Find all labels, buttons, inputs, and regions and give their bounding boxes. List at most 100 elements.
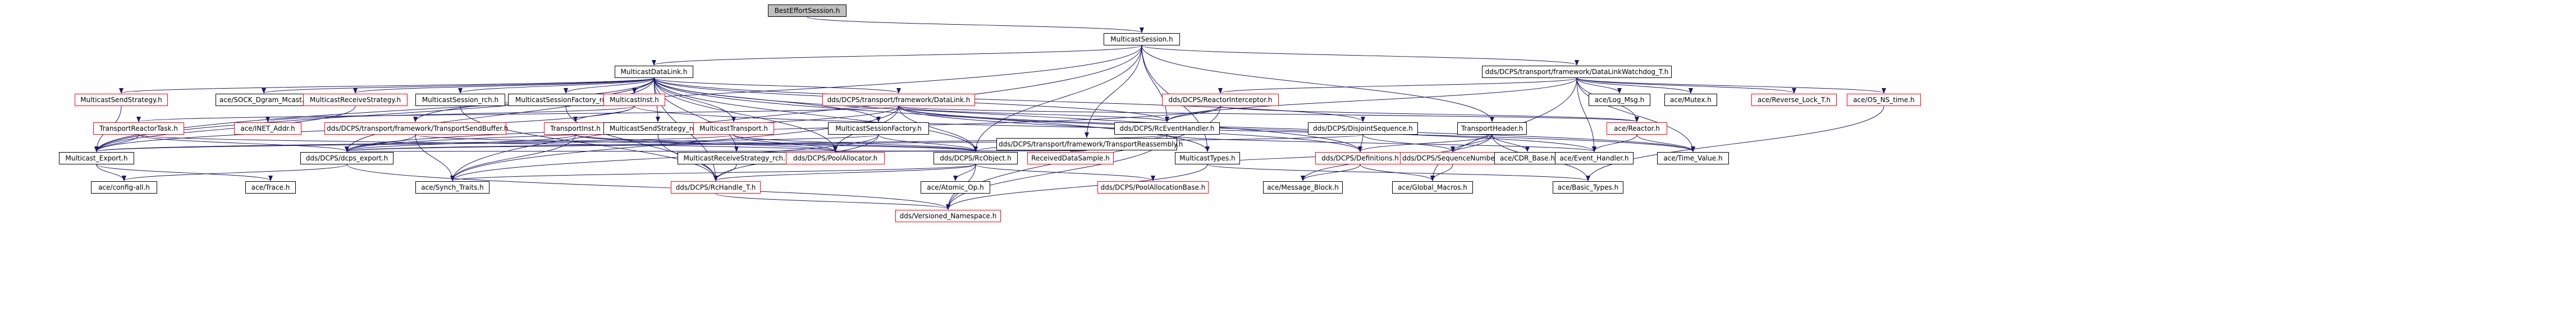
graph-node-ace-trace-h[interactable]: ace/Trace.h [245, 181, 296, 194]
graph-node-dds-dcps-rchandle-t-h[interactable]: dds/DCPS/RcHandle_T.h [671, 181, 761, 194]
graph-edge [450, 164, 976, 181]
graph-edge [119, 77, 655, 94]
graph-node-ace-reverse-lock-t-h[interactable]: ace/Reverse_Lock_T.h [1751, 94, 1837, 106]
graph-edge [898, 105, 978, 152]
graph-edge [94, 105, 356, 152]
graph-node-dds-dcps-transport-framework-datalinkwatchdog-t-h[interactable]: dds/DCPS/transport/framework/DataLinkWat… [1482, 66, 1672, 78]
graph-edge [1141, 45, 1169, 122]
graph-edge [1576, 77, 1886, 94]
graph-node-multicastsendstrategy-rch-h[interactable]: MulticastSendStrategy_rch.h [603, 122, 712, 135]
graph-node-ace-reactor-h[interactable]: ace/Reactor.h [1607, 122, 1667, 135]
graph-node-ace-atomic-op-h[interactable]: ace/Atomic_Op.h [921, 181, 990, 194]
graph-edge [1360, 164, 1435, 181]
graph-edge [450, 45, 1142, 181]
graph-node-multicastreceivestrategy-h[interactable]: MulticastReceiveStrategy.h [303, 94, 408, 106]
graph-edge [1576, 77, 1622, 94]
graph-edge [94, 77, 655, 152]
graph-node-dds-versioned-namespace-h[interactable]: dds/Versioned_Namespace.h [895, 210, 1001, 222]
graph-node-dds-dcps-dcps-export-h[interactable]: dds/DCPS/dcps_export.h [300, 152, 394, 164]
graph-edge [138, 134, 349, 152]
graph-edge [733, 134, 838, 152]
graph-edge [1218, 77, 1577, 94]
graph-edge [653, 77, 736, 122]
graph-node-multicasttransport-h[interactable]: MulticastTransport.h [693, 122, 774, 135]
graph-node-ace-inet-addr-h[interactable]: ace/INET_Addr.h [234, 122, 301, 135]
graph-node-transportheader-h[interactable]: TransportHeader.h [1457, 122, 1527, 135]
graph-node-besteffortsession-h: BestEffortSession.h [768, 4, 847, 17]
graph-node-ace-sock-dgram-mcast-h[interactable]: ace/SOCK_Dgram_Mcast.h [216, 94, 312, 106]
graph-node-dds-dcps-rceventhandler-h[interactable]: dds/DCPS/RcEventHandler.h [1114, 122, 1220, 135]
graph-edge [835, 146, 1087, 152]
graph-node-transportinst-h[interactable]: TransportInst.h [544, 122, 607, 135]
graph-node-dds-dcps-transport-framework-transportsendbuffer-h[interactable]: dds/DCPS/transport/framework/TransportSe… [324, 122, 508, 135]
graph-edge [1576, 77, 1693, 94]
graph-node-ace-basic-types-h[interactable]: ace/Basic_Types.h [1553, 181, 1623, 194]
graph-edge [1068, 146, 1087, 152]
graph-edge [136, 105, 899, 122]
graph-node-ace-global-macros-h[interactable]: ace/Global_Macros.h [1392, 181, 1473, 194]
graph-edge [458, 77, 655, 94]
graph-edge [415, 134, 455, 181]
graph-node-multicastsession-rch-h[interactable]: MulticastSession_rch.h [415, 94, 505, 106]
graph-edge [1165, 105, 1221, 122]
graph-node-dds-dcps-transport-framework-datalink-h[interactable]: dds/DCPS/transport/framework/DataLink.h [822, 94, 975, 106]
graph-node-multicastreceivestrategy-rch-h[interactable]: MulticastReceiveStrategy_rch.h [678, 152, 795, 164]
graph-edge [653, 77, 978, 152]
graph-edge [460, 105, 718, 181]
graph-node-ace-log-msg-h[interactable]: ace/Log_Msg.h [1589, 94, 1650, 106]
graph-node-ace-time-value-h[interactable]: ace/Time_Value.h [1657, 152, 1729, 164]
graph-edge [898, 105, 1695, 152]
graph-edge [564, 77, 655, 94]
graph-node-dds-dcps-sequencenumber-h[interactable]: dds/DCPS/SequenceNumber.h [1400, 152, 1506, 164]
graph-edge [1362, 134, 1455, 152]
graph-node-multicastsendstrategy-h[interactable]: MulticastSendStrategy.h [75, 94, 168, 106]
graph-edge [575, 134, 838, 152]
graph-edge [1576, 77, 1695, 152]
graph-node-ace-cdr-base-h[interactable]: ace/CDR_Base.h [1494, 152, 1561, 164]
graph-edge [653, 77, 901, 94]
graph-edge [1592, 134, 1637, 152]
graph-edge [653, 77, 838, 152]
graph-edge [1358, 134, 1493, 152]
graph-node-dds-dcps-definitions-h[interactable]: dds/DCPS/Definitions.h [1315, 152, 1405, 164]
graph-edge [1141, 45, 1579, 66]
graph-edge [1430, 164, 1453, 181]
graph-node-multicast-export-h[interactable]: Multicast_Export.h [59, 152, 134, 164]
graph-node-multicastdatalink-h[interactable]: MulticastDataLink.h [615, 66, 693, 78]
graph-node-ace-event-handler-h[interactable]: ace/Event_Handler.h [1555, 152, 1634, 164]
graph-node-ace-os-ns-time-h[interactable]: ace/OS_NS_time.h [1847, 94, 1921, 106]
graph-edge [653, 77, 1365, 122]
graph-node-ace-config-all-h[interactable]: ace/config-all.h [91, 181, 157, 194]
graph-edge [94, 134, 879, 152]
graph-node-multicasttypes-h[interactable]: MulticastTypes.h [1175, 152, 1240, 164]
graph-edge [1166, 134, 1596, 152]
graph-edge [1576, 77, 1596, 152]
graph-node-receiveddatasample-h[interactable]: ReceivedDataSample.h [1027, 152, 1114, 164]
graph-edge [345, 105, 1221, 152]
graph-node-dds-dcps-disjointsequence-h[interactable]: dds/DCPS/DisjointSequence.h [1308, 122, 1418, 135]
graph-node-ace-synch-traits-h[interactable]: ace/Synch_Traits.h [415, 181, 489, 194]
graph-node-dds-dcps-reactorinterceptor-h[interactable]: dds/DCPS/ReactorInterceptor.h [1162, 94, 1279, 106]
graph-edge [353, 77, 655, 94]
graph-node-dds-dcps-poolallocationbase-h[interactable]: dds/DCPS/PoolAllocationBase.h [1097, 181, 1209, 194]
graph-node-multicastsessionfactory-h[interactable]: MulticastSessionFactory.h [828, 122, 929, 135]
edge-layer [94, 16, 1886, 210]
graph-edge [878, 134, 978, 152]
graph-node-dds-dcps-transport-framework-transportreassembly-h[interactable]: dds/DCPS/transport/framework/TransportRe… [996, 138, 1183, 150]
graph-edge [262, 77, 655, 94]
graph-node-multicastinst-h[interactable]: MulticastInst.h [603, 94, 665, 106]
graph-edge [346, 164, 950, 210]
graph-edge [96, 164, 126, 181]
graph-edge [715, 193, 950, 210]
graph-edge [345, 77, 655, 152]
graph-node-multicastsessionfactory-rch-h[interactable]: MulticastSessionFactory_rch.h [508, 94, 624, 106]
graph-edge [1165, 77, 1577, 122]
graph-edge [450, 134, 576, 181]
graph-edge [1576, 77, 1796, 94]
graph-node-multicastsession-h[interactable]: MulticastSession.h [1104, 33, 1180, 45]
graph-node-ace-message-block-h[interactable]: ace/Message_Block.h [1263, 181, 1343, 194]
graph-node-ace-mutex-h[interactable]: ace/Mutex.h [1664, 94, 1717, 106]
graph-node-transportreactortask-h[interactable]: TransportReactorTask.h [93, 122, 184, 135]
graph-node-dds-dcps-rcobject-h[interactable]: dds/DCPS/RcObject.h [934, 152, 1018, 164]
graph-node-dds-dcps-poolallocator-h[interactable]: dds/DCPS/PoolAllocator.h [786, 152, 885, 164]
